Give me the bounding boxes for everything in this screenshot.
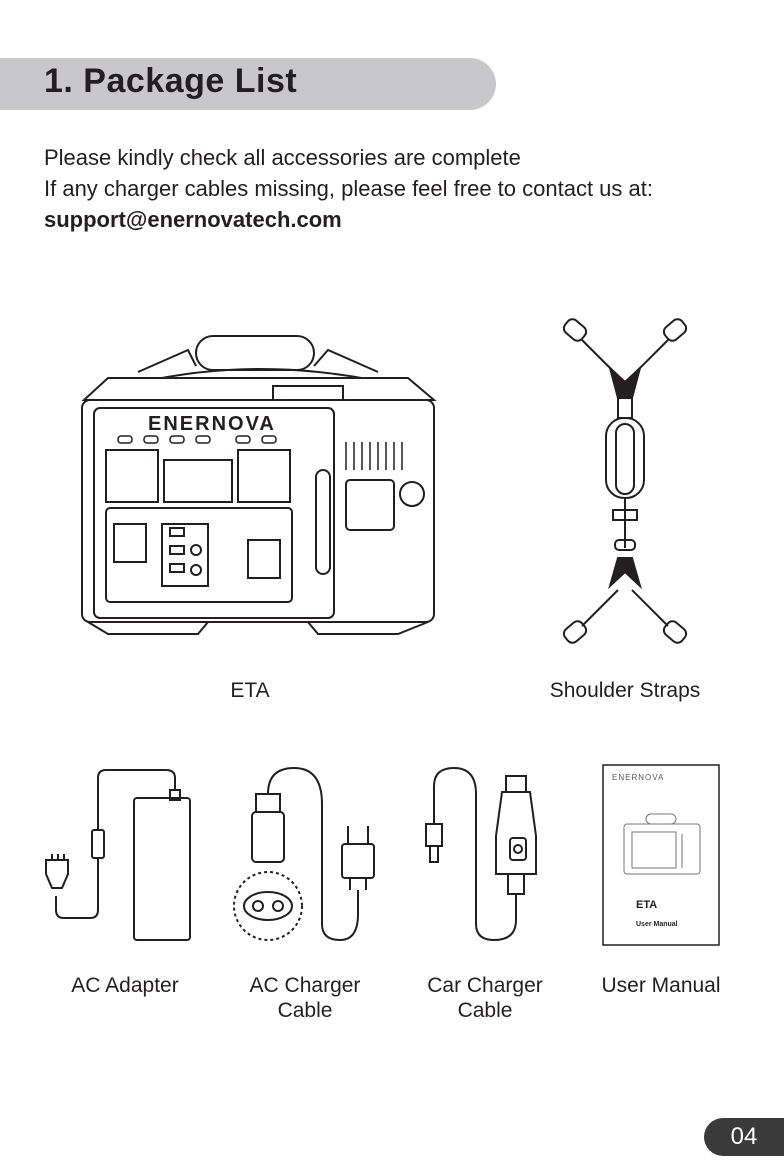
ac-adapter-illustration <box>44 766 194 946</box>
manual-cover-model: ETA <box>636 899 657 911</box>
intro-line-2: If any charger cables missing, please fe… <box>44 173 653 204</box>
caption-car-charger-cable-line1: Car Charger <box>420 973 550 998</box>
user-manual-illustration: ENERNOVA ETA User Manual <box>602 764 720 946</box>
caption-ac-charger-cable-line1: AC Charger <box>240 973 370 998</box>
intro-line-1: Please kindly check all accessories are … <box>44 142 653 173</box>
caption-eta: ETA <box>200 678 300 703</box>
car-charger-cable-illustration <box>420 764 550 950</box>
manual-cover-brand: ENERNOVA <box>612 773 664 782</box>
manual-cover-subtitle: User Manual <box>636 921 678 928</box>
caption-car-charger-cable-line2: Cable <box>420 998 550 1023</box>
caption-ac-adapter: AC Adapter <box>60 973 190 998</box>
page-number: 04 <box>704 1118 784 1156</box>
caption-shoulder-straps: Shoulder Straps <box>530 678 720 703</box>
intro-text: Please kindly check all accessories are … <box>44 142 653 235</box>
caption-car-charger-cable: Car Charger Cable <box>420 973 550 1023</box>
device-brand-logo: ENERNOVA <box>148 413 276 435</box>
shoulder-straps-illustration <box>560 318 690 648</box>
power-station-illustration: ENERNOVA <box>78 330 440 642</box>
caption-ac-charger-cable-line2: Cable <box>240 998 370 1023</box>
support-email[interactable]: support@enernovatech.com <box>44 204 653 235</box>
caption-ac-charger-cable: AC Charger Cable <box>240 973 370 1023</box>
ac-charger-cable-illustration <box>230 764 380 950</box>
caption-user-manual: User Manual <box>596 973 726 998</box>
page-title: 1. Package List <box>44 62 297 101</box>
